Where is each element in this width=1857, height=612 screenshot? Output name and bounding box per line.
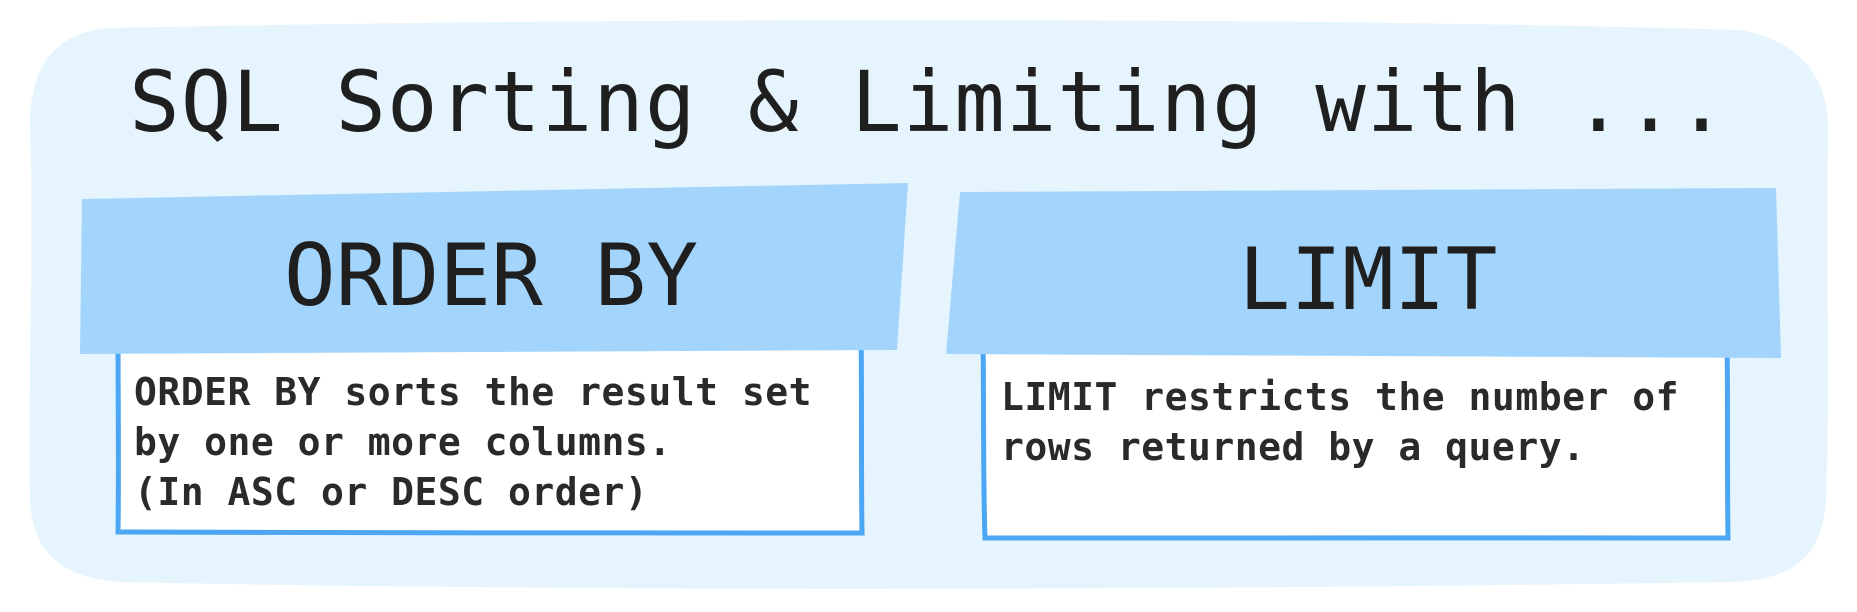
order-by-line-1: ORDER BY sorts the result set <box>134 370 812 414</box>
limit-line-1: LIMIT restricts the number of <box>1001 375 1679 419</box>
order-by-body-box <box>118 330 862 534</box>
limit-body-box <box>983 340 1727 538</box>
limit-description: LIMIT restricts the number of rows retur… <box>1001 372 1679 472</box>
order-by-line-3: (In ASC or DESC order) <box>134 470 649 514</box>
limit-header <box>946 188 1781 358</box>
limit-title: LIMIT <box>1238 230 1498 330</box>
order-by-description: ORDER BY sorts the result set by one or … <box>134 367 812 517</box>
limit-line-2: rows returned by a query. <box>1001 425 1586 469</box>
limit-body-border <box>980 333 1731 542</box>
order-by-body-border <box>115 325 865 536</box>
order-by-header <box>80 183 908 354</box>
order-by-title: ORDER BY <box>283 226 699 326</box>
order-by-line-2: by one or more columns. <box>134 420 672 464</box>
diagram-title: SQL Sorting & Limiting with ... <box>129 53 1728 151</box>
